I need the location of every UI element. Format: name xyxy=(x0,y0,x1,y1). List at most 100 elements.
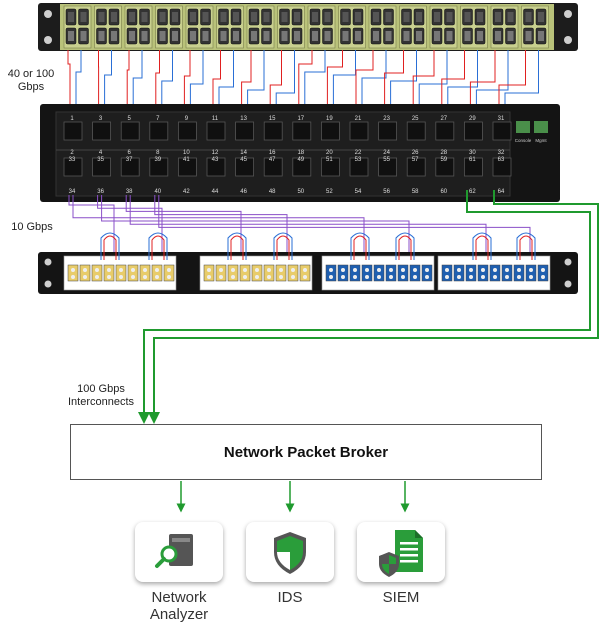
patch-panel-connector-face xyxy=(281,31,288,41)
patch-panel-connector-face xyxy=(129,31,135,41)
shield-icon xyxy=(274,532,306,574)
patch-panel-connector-face xyxy=(202,12,209,22)
patch-panel-connector-face xyxy=(220,12,227,22)
port-label: 23 xyxy=(383,116,390,122)
tap-port xyxy=(441,264,453,282)
port-label: 26 xyxy=(412,150,419,156)
tap-cable-blue xyxy=(148,232,168,260)
tap-port-hole xyxy=(481,275,485,279)
patch-panel-connector-face xyxy=(464,12,471,22)
switch-port xyxy=(263,157,283,177)
port-label: 37 xyxy=(126,157,133,163)
switch-port xyxy=(177,157,197,177)
tap-port-hole xyxy=(493,268,497,272)
port-label: 1 xyxy=(70,116,74,122)
tap-port-hole xyxy=(243,275,247,279)
port-label: 16 xyxy=(269,150,276,156)
cable-purple xyxy=(158,195,531,258)
port-label: 40 xyxy=(154,189,161,195)
switch-port xyxy=(463,157,483,177)
patch-panel-connector-face xyxy=(525,12,532,22)
switch-port xyxy=(320,121,340,141)
port-label: 42 xyxy=(183,189,190,195)
tap-port-hole xyxy=(231,275,235,279)
port-label: 56 xyxy=(383,189,390,195)
tap-cable-red xyxy=(103,235,117,260)
tap-port xyxy=(227,264,239,282)
port-label: 43 xyxy=(212,157,219,163)
speed-label-10g: 10 Gbps xyxy=(11,221,53,233)
switch-port xyxy=(263,121,283,141)
cable-red xyxy=(496,50,526,121)
patch-panel-connector-face xyxy=(111,12,117,22)
tap-port-hole xyxy=(131,275,135,279)
patch-panel-connector-face xyxy=(324,31,331,41)
tap-port-hole xyxy=(457,268,461,272)
tap-port-hole xyxy=(143,268,147,272)
port-label: 27 xyxy=(440,116,447,122)
switch-port xyxy=(320,157,340,177)
tap-port-hole xyxy=(329,275,333,279)
tap-port-hole xyxy=(279,268,283,272)
patch-panel-connector-face xyxy=(68,12,74,22)
tap-port xyxy=(67,264,79,282)
patch-panel-connector-face xyxy=(342,12,349,22)
switch-port xyxy=(435,121,455,141)
cable-red xyxy=(410,50,435,121)
tap-port-hole xyxy=(365,268,369,272)
port-label: 36 xyxy=(97,189,104,195)
switch-port xyxy=(92,157,111,177)
tap-port-hole xyxy=(167,275,171,279)
patch-panel-connector-face xyxy=(495,31,501,41)
patch-panel-connector-face xyxy=(220,31,227,41)
port-label: 2 xyxy=(70,150,74,156)
tap-port xyxy=(373,264,385,282)
tap-port xyxy=(537,264,549,282)
patch-panel-connector-face xyxy=(263,31,270,41)
port-label: 49 xyxy=(297,157,304,163)
port-label: 29 xyxy=(469,116,476,122)
tap-port xyxy=(465,264,477,282)
tap-port-hole xyxy=(341,268,345,272)
tap-port xyxy=(203,264,215,282)
patch-panel-connector-face xyxy=(538,12,544,22)
patch-panel-connector-face xyxy=(294,31,300,41)
port-label: 15 xyxy=(269,116,276,122)
patch-panel-connector-face xyxy=(507,31,514,41)
tap-port xyxy=(79,264,91,282)
port-label: 55 xyxy=(383,157,390,163)
cable-red xyxy=(210,50,221,121)
tap-port xyxy=(215,264,227,282)
port-label: 21 xyxy=(355,116,362,122)
tap-port-hole xyxy=(95,268,99,272)
patch-panel-connector-face xyxy=(80,31,87,41)
tap-port-hole xyxy=(469,268,473,272)
tap-port-hole xyxy=(207,275,211,279)
tap-cable-blue xyxy=(516,232,536,260)
cable-purple xyxy=(101,195,410,258)
tap-cable-blue xyxy=(395,232,415,260)
tap-port xyxy=(287,264,299,282)
switch-port xyxy=(492,121,512,141)
tap-port-hole xyxy=(131,268,135,272)
port-label: 6 xyxy=(128,150,132,156)
cable-purple xyxy=(68,195,115,258)
fiber-cables-10g xyxy=(68,195,531,258)
switch-port xyxy=(235,121,255,141)
port-label: 24 xyxy=(383,150,390,156)
patch-panel-connector-face xyxy=(233,31,239,41)
patch-panel-connector-face xyxy=(190,31,196,41)
switch-port xyxy=(235,157,255,177)
port-label: 39 xyxy=(154,157,161,163)
network-analyzer-icon xyxy=(155,534,193,568)
tap-port-hole xyxy=(279,275,283,279)
switch-port xyxy=(63,121,83,141)
tap-port-hole xyxy=(155,268,159,272)
tap-port-hole xyxy=(377,275,381,279)
tap-cables xyxy=(100,232,536,260)
tap-port-hole xyxy=(219,268,223,272)
port-label: 46 xyxy=(240,189,247,195)
patch-panel-connector-face xyxy=(159,31,166,41)
port-label: 8 xyxy=(156,150,160,156)
cable-red xyxy=(267,50,282,121)
